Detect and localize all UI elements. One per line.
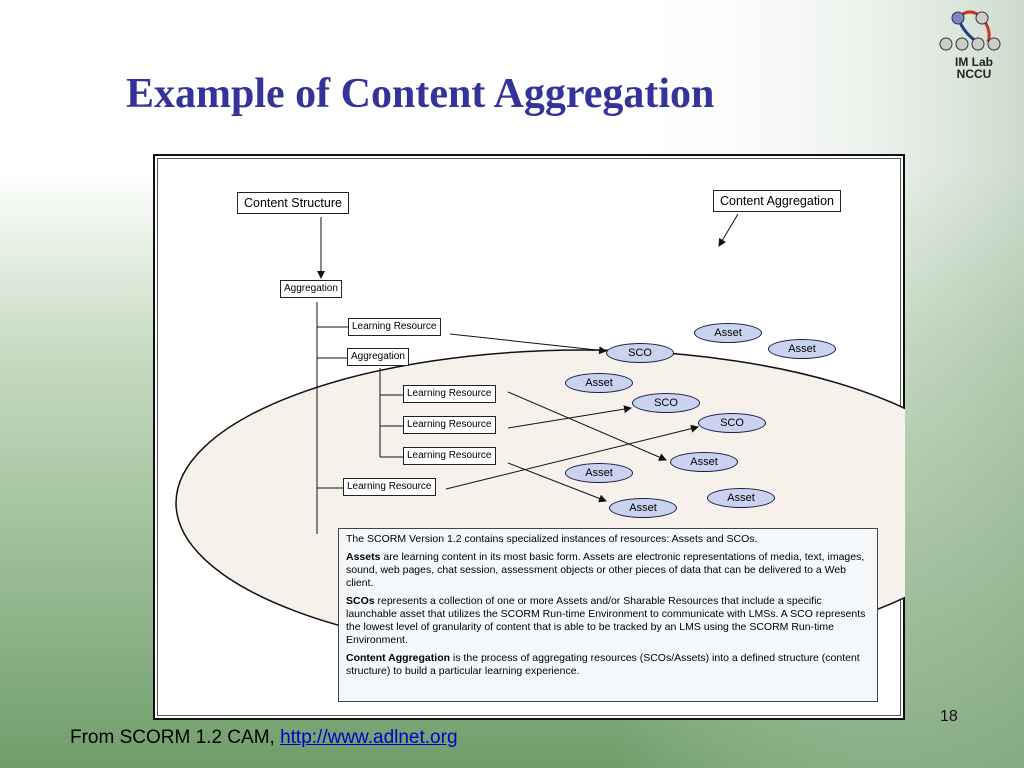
description-intro: The SCORM Version 1.2 contains specializ… (346, 533, 758, 545)
logo-text: IM Lab NCCU (944, 56, 1004, 80)
learning-resource-4: Learning Resource (403, 447, 496, 465)
ca-term: Content Aggregation (346, 652, 451, 664)
content-structure-label: Content Structure (237, 192, 349, 214)
assets-text: are learning content in its most basic f… (346, 551, 865, 589)
page-number: 18 (940, 708, 958, 725)
sco-node-1: SCO (606, 343, 674, 363)
logo-line2: NCCU (956, 67, 992, 81)
description-scos: SCOs represents a collection of one or m… (346, 595, 870, 647)
tree-lines (316, 302, 403, 534)
aggregation-root: Aggregation (280, 280, 342, 298)
logo-line1: IM Lab (955, 55, 993, 69)
ca-text: is the process of aggregating resources … (346, 652, 860, 677)
description-assets: Assets are learning content in its most … (346, 551, 870, 590)
sco-node-3: SCO (698, 413, 766, 433)
aggregation-child: Aggregation (347, 348, 409, 366)
slide-title: Example of Content Aggregation (126, 71, 715, 117)
learning-resource-3: Learning Resource (403, 416, 496, 434)
content-aggregation-label: Content Aggregation (713, 190, 841, 212)
learning-resource-1: Learning Resource (348, 318, 441, 336)
learning-resource-5: Learning Resource (343, 478, 436, 496)
source-text: From SCORM 1.2 CAM, (70, 727, 281, 748)
description-content-aggregation: Content Aggregation is the process of ag… (346, 652, 870, 678)
asset-node-3: Asset (565, 373, 633, 393)
description-box: The SCORM Version 1.2 contains specializ… (338, 528, 878, 702)
source-link[interactable]: http://www.adlnet.org (280, 727, 458, 748)
asset-node-2: Asset (768, 339, 836, 359)
asset-node-7: Asset (609, 498, 677, 518)
asset-node-5: Asset (565, 463, 633, 483)
asset-node-4: Asset (670, 452, 738, 472)
scos-term: SCOs (346, 595, 375, 607)
learning-resource-2: Learning Resource (403, 385, 496, 403)
asset-node-1: Asset (694, 323, 762, 343)
resource-arrows (445, 333, 699, 503)
scos-text: represents a collection of one or more A… (346, 595, 866, 646)
im-lab-logo (939, 10, 1001, 51)
source-footer: From SCORM 1.2 CAM, http://www.adlnet.or… (70, 727, 458, 749)
asset-node-6: Asset (707, 488, 775, 508)
assets-term: Assets (346, 551, 381, 563)
sco-node-2: SCO (632, 393, 700, 413)
aggregation-pointer (718, 213, 739, 247)
